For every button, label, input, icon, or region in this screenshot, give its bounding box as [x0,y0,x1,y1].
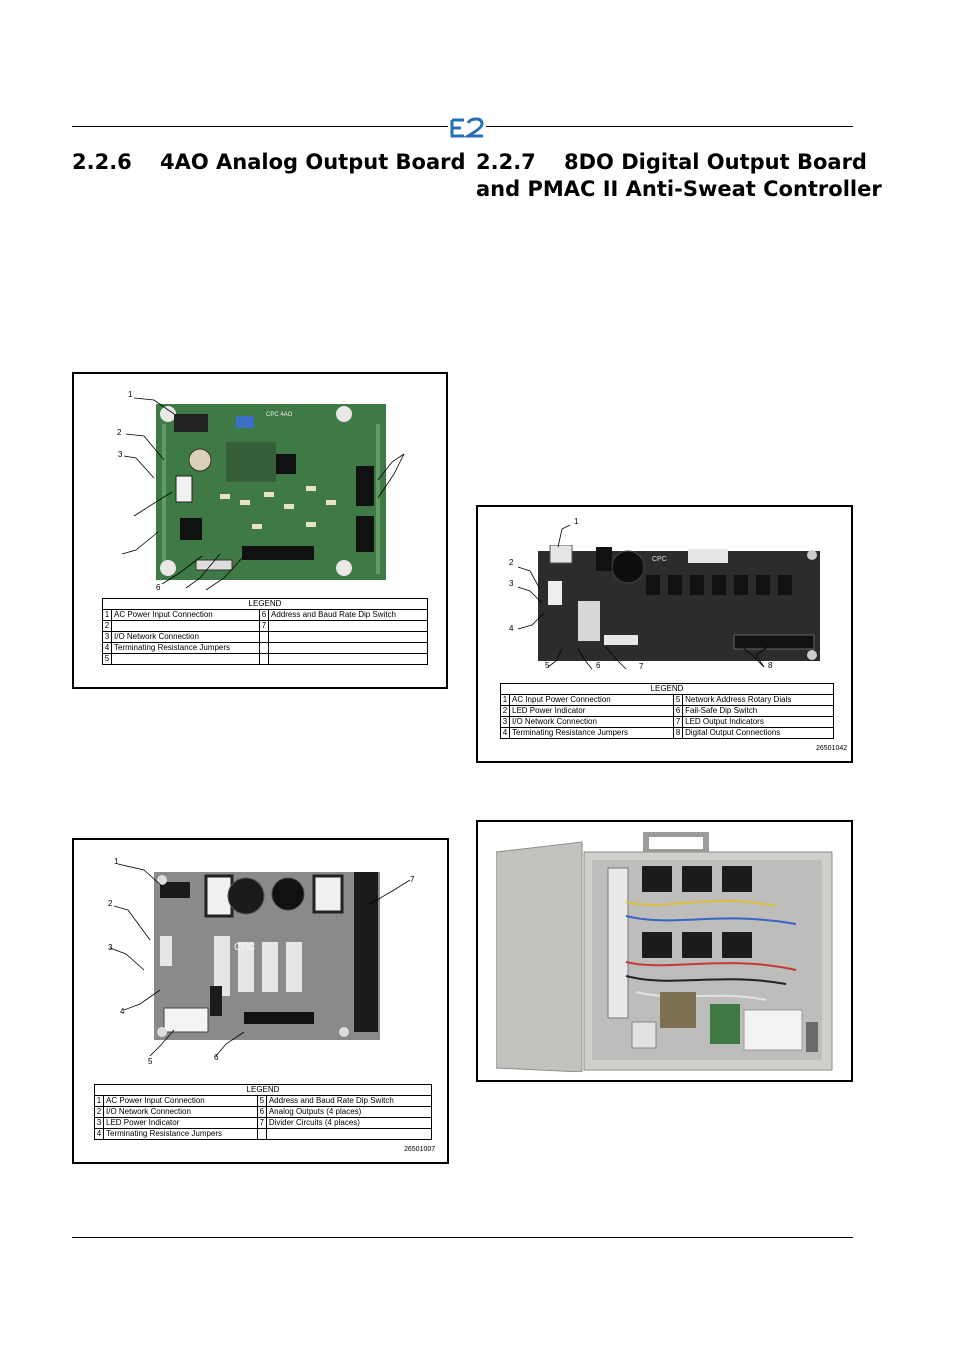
callout-3: 3 [108,943,113,952]
section-title-line1: 8DO Digital Output Board [564,150,867,174]
section-title-line2: and PMAC II Anti-Sweat Controller [476,177,882,201]
legend-row: 5 [102,653,428,665]
callout-2: 2 [509,558,514,567]
board-print: CPC 4AO [266,412,293,418]
legend-title: LEGEND [500,683,834,695]
callout-1: 1 [574,517,579,526]
enclosure-photo [496,832,836,1072]
callout-5: 5 [148,1057,153,1066]
figure-number: 26501042 [816,745,848,752]
callout-6: 6 [156,583,161,592]
section-title: 4AO Analog Output Board [160,150,466,174]
figure-pmac-enclosure [476,820,853,1082]
legend-title: LEGEND [102,598,428,610]
section-number: 2.2.6 [72,150,132,174]
callout-6: 6 [596,661,601,670]
board-print: CPC [234,942,255,953]
section-heading-4ao: 2.2.6 4AO Analog Output Board [72,149,466,176]
callout-7: 7 [410,875,415,884]
figure-number: 26501007 [404,1146,436,1153]
e2-logo [448,116,486,140]
callout-8: 8 [768,661,773,670]
board-photo-4ao: CPC 4AO [156,404,386,580]
e2-logo-icon [450,117,484,138]
callout-4: 4 [120,1007,125,1016]
callout-2: 2 [108,899,113,908]
footer-rule [72,1237,853,1238]
callout-4: 4 [509,624,514,633]
board-photo-8do: CPC [538,545,820,665]
section-heading-8do: 2.2.7 8DO Digital Output Board and PMAC I… [476,149,882,203]
callout-7: 7 [639,662,644,671]
board-photo-4ao-old: CPC [154,872,380,1040]
legend-title: LEGEND [94,1084,432,1096]
callout-2: 2 [117,428,122,437]
callout-1: 1 [114,857,119,866]
callout-5: 5 [545,661,550,670]
callout-3: 3 [509,579,514,588]
board-print: CPC [652,556,667,563]
callout-6: 6 [214,1053,219,1062]
callout-3: 3 [118,450,123,459]
callout-1: 1 [128,390,133,399]
section-number: 2.2.7 [476,150,536,174]
